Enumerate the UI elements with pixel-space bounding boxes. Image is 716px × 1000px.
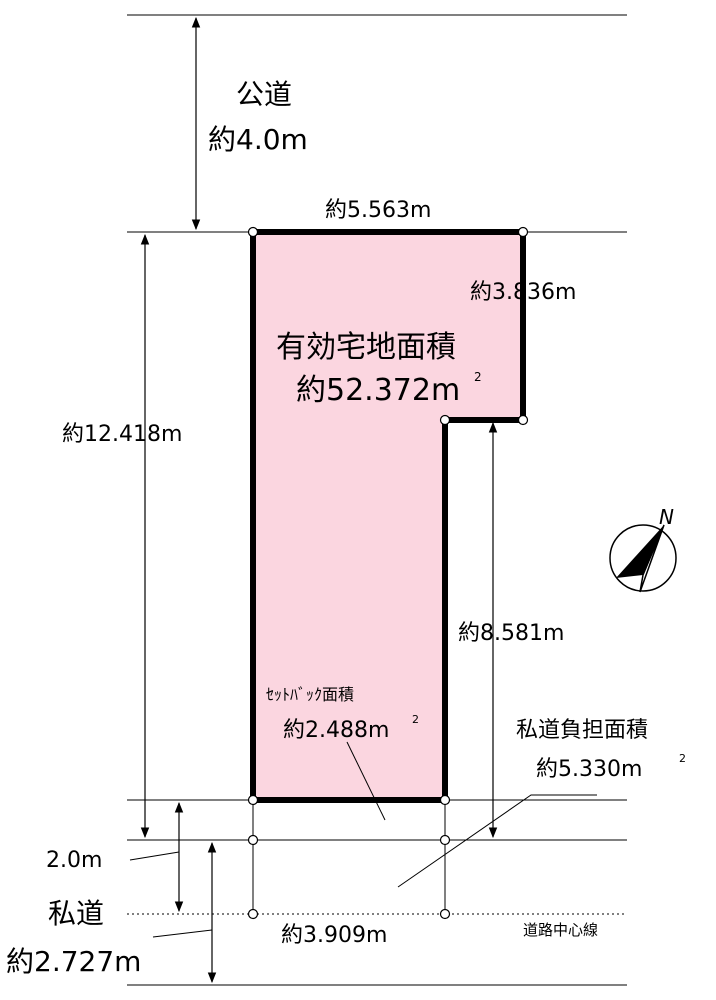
notch-depth-label: 約3.836m (470, 280, 576, 305)
public-road-name: 公道 (236, 78, 292, 111)
corner-markers (247, 226, 529, 920)
lot-area-value: 約52.372m (296, 373, 460, 408)
lot-area-unit-sup: 2 (474, 370, 482, 384)
north-arrow-icon: N (609, 505, 677, 593)
lot-area-title: 有効宅地面積 (276, 330, 456, 365)
setback-title: ｾｯﾄﾊﾞｯｸ面積 (266, 685, 354, 704)
half-road-width: 2.0m (46, 848, 102, 873)
setback-leader (346, 741, 386, 821)
burden-title: 私道負担面積 (516, 718, 648, 743)
private-road-width: 約2.727m (6, 945, 141, 978)
top-width-label: 約5.563m (325, 198, 431, 223)
public-road-width: 約4.0m (208, 123, 308, 156)
burden-area: 約5.330m (536, 757, 642, 782)
effective-lot-area (250, 229, 526, 803)
private-road-name: 私道 (48, 897, 104, 930)
centerline-label: 道路中心線 (523, 921, 598, 939)
burden-leader (397, 794, 597, 888)
setback-unit-sup: 2 (412, 713, 419, 726)
right-depth-label: 約8.581m (458, 621, 564, 646)
private-road-leader (152, 929, 213, 938)
north-label: N (659, 505, 674, 529)
setback-area: 約2.488m (283, 718, 389, 743)
burden-unit-sup: 2 (679, 752, 686, 765)
half-width-leader (129, 851, 180, 861)
left-depth-label: 約12.418m (62, 422, 182, 447)
bottom-width-label: 約3.909m (281, 923, 387, 948)
